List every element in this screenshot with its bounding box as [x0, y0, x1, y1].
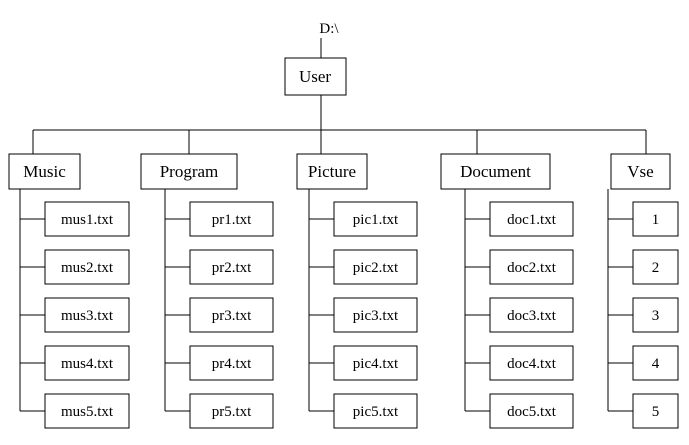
- file-node-label: mus3.txt: [61, 308, 114, 324]
- folder-node-box: [8, 153, 81, 190]
- folder-node-label: Vse: [627, 162, 653, 181]
- file-node-box: [189, 297, 274, 333]
- file-node-label: pr1.txt: [212, 212, 252, 228]
- file-node-label: doc4.txt: [507, 356, 557, 372]
- file-node-box: [632, 249, 679, 285]
- file-node-box: [489, 393, 574, 429]
- file-node-box: [44, 345, 130, 381]
- file-node-label: mus5.txt: [61, 404, 114, 420]
- file-node-label: pic3.txt: [353, 308, 399, 324]
- file-node-box: [44, 393, 130, 429]
- file-node-box: [489, 297, 574, 333]
- file-node-box: [632, 345, 679, 381]
- file-node-box: [44, 297, 130, 333]
- file-node-box: [189, 201, 274, 237]
- file-node-label: doc5.txt: [507, 404, 557, 420]
- file-node-box: [632, 201, 679, 237]
- file-node-label: 3: [652, 308, 660, 324]
- file-node-label: pr4.txt: [212, 356, 252, 372]
- file-node-box: [489, 249, 574, 285]
- folder-group-music: Music mus1.txt mus2.txt mus3.txt mus4.txt mus…: [8, 130, 130, 429]
- folder-node-label: Program: [160, 162, 219, 181]
- folder-group-vse: Vse 1 2 3 4 5: [607, 130, 679, 429]
- folder-node-label: Document: [460, 162, 531, 181]
- folder-node-box: [296, 153, 368, 190]
- folder-node-box: [440, 153, 551, 190]
- file-node-box: [333, 345, 418, 381]
- user-node-label: User: [299, 67, 331, 86]
- file-node-label: 1: [652, 212, 660, 228]
- folder-node-box: [140, 153, 238, 190]
- file-node-box: [44, 201, 130, 237]
- folder-group-picture: Picture pic1.txt pic2.txt pic3.txt pic4.txt p…: [296, 130, 418, 429]
- file-node-box: [333, 297, 418, 333]
- file-node-label: 4: [652, 356, 660, 372]
- file-node-label: mus4.txt: [61, 356, 114, 372]
- folder-node-label: Picture: [308, 162, 356, 181]
- file-node-box: [489, 201, 574, 237]
- file-node-label: 5: [652, 404, 660, 420]
- file-node-label: pic2.txt: [353, 260, 399, 276]
- file-node-label: pic1.txt: [353, 212, 399, 228]
- file-node-label: pr2.txt: [212, 260, 252, 276]
- file-node-box: [333, 249, 418, 285]
- file-node-label: doc3.txt: [507, 308, 557, 324]
- folder-node-box: [610, 153, 671, 190]
- folder-group-document: Document doc1.txt doc2.txt doc3.txt doc4.txt…: [440, 130, 574, 429]
- file-node-box: [632, 393, 679, 429]
- file-node-label: pr5.txt: [212, 404, 252, 420]
- file-node-label: doc2.txt: [507, 260, 557, 276]
- user-node-box: [284, 57, 347, 96]
- file-node-label: pic4.txt: [353, 356, 399, 372]
- file-node-box: [489, 345, 574, 381]
- file-node-box: [632, 297, 679, 333]
- file-node-label: pr3.txt: [212, 308, 252, 324]
- folders-layer: Music mus1.txt mus2.txt mus3.txt mus4.txt mus…: [8, 130, 679, 429]
- file-node-label: doc1.txt: [507, 212, 557, 228]
- file-node-box: [189, 393, 274, 429]
- file-node-box: [44, 249, 130, 285]
- folder-group-program: Program pr1.txt pr2.txt pr3.txt pr4.txt pr5.t…: [140, 130, 274, 429]
- folder-node-label: Music: [23, 162, 66, 181]
- file-node-box: [333, 201, 418, 237]
- file-node-box: [333, 393, 418, 429]
- file-node-label: mus2.txt: [61, 260, 114, 276]
- file-node-label: pic5.txt: [353, 404, 399, 420]
- file-node-label: mus1.txt: [61, 212, 114, 228]
- root-drive-label: D:\: [319, 21, 339, 37]
- file-node-box: [189, 345, 274, 381]
- file-node-box: [189, 249, 274, 285]
- file-node-label: 2: [652, 260, 660, 276]
